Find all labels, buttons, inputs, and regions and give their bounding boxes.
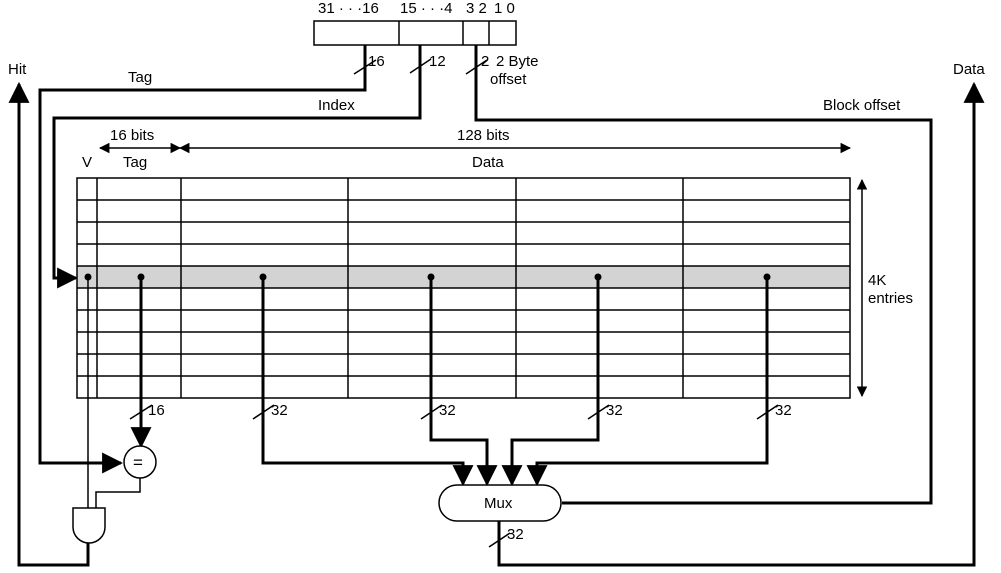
and-gate [72,507,106,544]
comparator-out-wire [95,478,141,508]
entries-label: 4K entries [868,272,913,307]
comparator-label: = [133,453,143,472]
data-width-header: 128 bits [457,127,510,144]
word1-width-label: 32 [439,402,456,419]
block-offset-wire [474,45,933,505]
block-offset-label: Block offset [823,97,901,114]
byte-offset-label: 2 Byte offset [490,53,543,88]
mux [438,484,562,522]
data-output-label: Data [953,61,985,78]
width-headers: 16 bits 128 bits V Tag Data [82,127,852,171]
byte-offset-slash [465,59,488,75]
byte-offset-label-line2: offset [490,71,527,88]
byte-bits-label: 1 0 [494,0,515,17]
tag-out-width-label: 16 [148,402,165,419]
data-column-header: Data [472,154,504,171]
index-wire [52,45,422,289]
mux-label: Mux [484,495,513,512]
byte-offset-width-label: 2 [481,53,489,70]
tag-column-header: Tag [123,154,147,171]
byte-offset-label-line1: 2 Byte [496,53,539,70]
word1-wire [429,277,498,487]
mux-out-slash [488,532,511,548]
index-width-label: 12 [429,53,446,70]
selected-row-highlight [77,266,850,288]
word0-wire [261,277,474,487]
data-output-wire [497,81,985,567]
word3-wire [526,277,769,487]
tag-width-label: 16 [368,53,385,70]
index-bits-label: 15 · · ·4 [400,0,453,17]
word2-width-label: 32 [606,402,623,419]
tag-bits-label: 31 · · ·16 [318,0,379,17]
word3-width-label: 32 [775,402,792,419]
mux-out-width-label: 32 [507,526,524,543]
tag-wire-label: Tag [128,69,152,86]
cache-array [76,177,851,399]
tag-wire-slash [353,59,377,75]
index-wire-label: Index [318,97,355,114]
entries-label-line1: 4K [868,272,886,289]
block-bits-label: 3 2 [466,0,487,17]
word0-width-label: 32 [271,402,288,419]
hit-wire [8,81,90,567]
hit-label: Hit [8,61,27,78]
valid-header: V [82,154,92,171]
tag-out-slash [129,404,153,420]
entries-label-line2: entries [868,290,913,307]
word2-wire [501,277,600,487]
index-wire-slash [409,58,432,74]
tag-wire [38,45,367,474]
tag-width-header: 16 bits [110,127,154,144]
address-register: 31 · · ·16 15 · · ·4 3 2 1 0 [313,0,517,46]
